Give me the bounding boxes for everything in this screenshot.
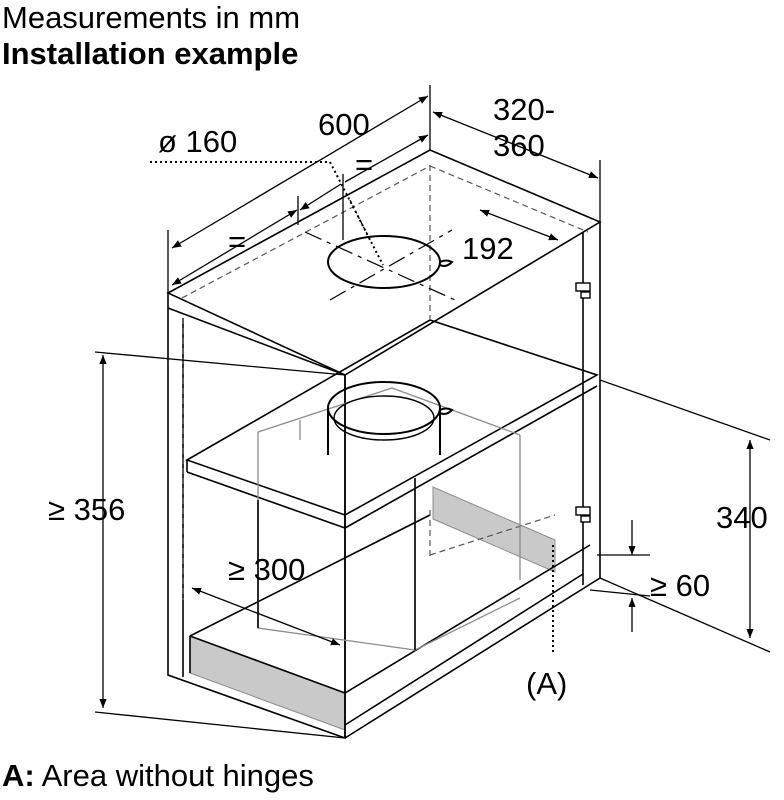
diagram-title: Measurements in mm (2, 0, 301, 35)
legend-text: Area without hinges (41, 758, 314, 793)
offset-label: 192 (462, 231, 514, 266)
legend-key: A: (2, 758, 35, 793)
right-height-label: 340 (716, 500, 768, 535)
hinge-free-area-back (432, 486, 556, 573)
area-a-marker: (A) (526, 666, 567, 701)
depth-label-top: 320- (493, 92, 555, 127)
top-duct-opening (304, 229, 456, 301)
hinge-free-area-bottom (189, 635, 346, 731)
diameter-label: ø 160 (158, 124, 237, 159)
equal-label-left: = (228, 224, 246, 259)
depth-label-bottom: 360 (493, 128, 545, 163)
diagram-subtitle: Installation example (2, 36, 299, 71)
hood-duct-connector (327, 381, 454, 455)
cabinet-outline (166, 149, 602, 740)
min-height-label: ≥ 356 (48, 492, 125, 527)
equal-label-right: = (355, 147, 373, 182)
min-depth-label: ≥ 300 (228, 552, 305, 587)
width-label: 600 (318, 107, 370, 142)
legend: A: Area without hinges (2, 758, 314, 794)
hinge-icon (575, 282, 591, 523)
bottom-min-label: ≥ 60 (650, 568, 710, 603)
